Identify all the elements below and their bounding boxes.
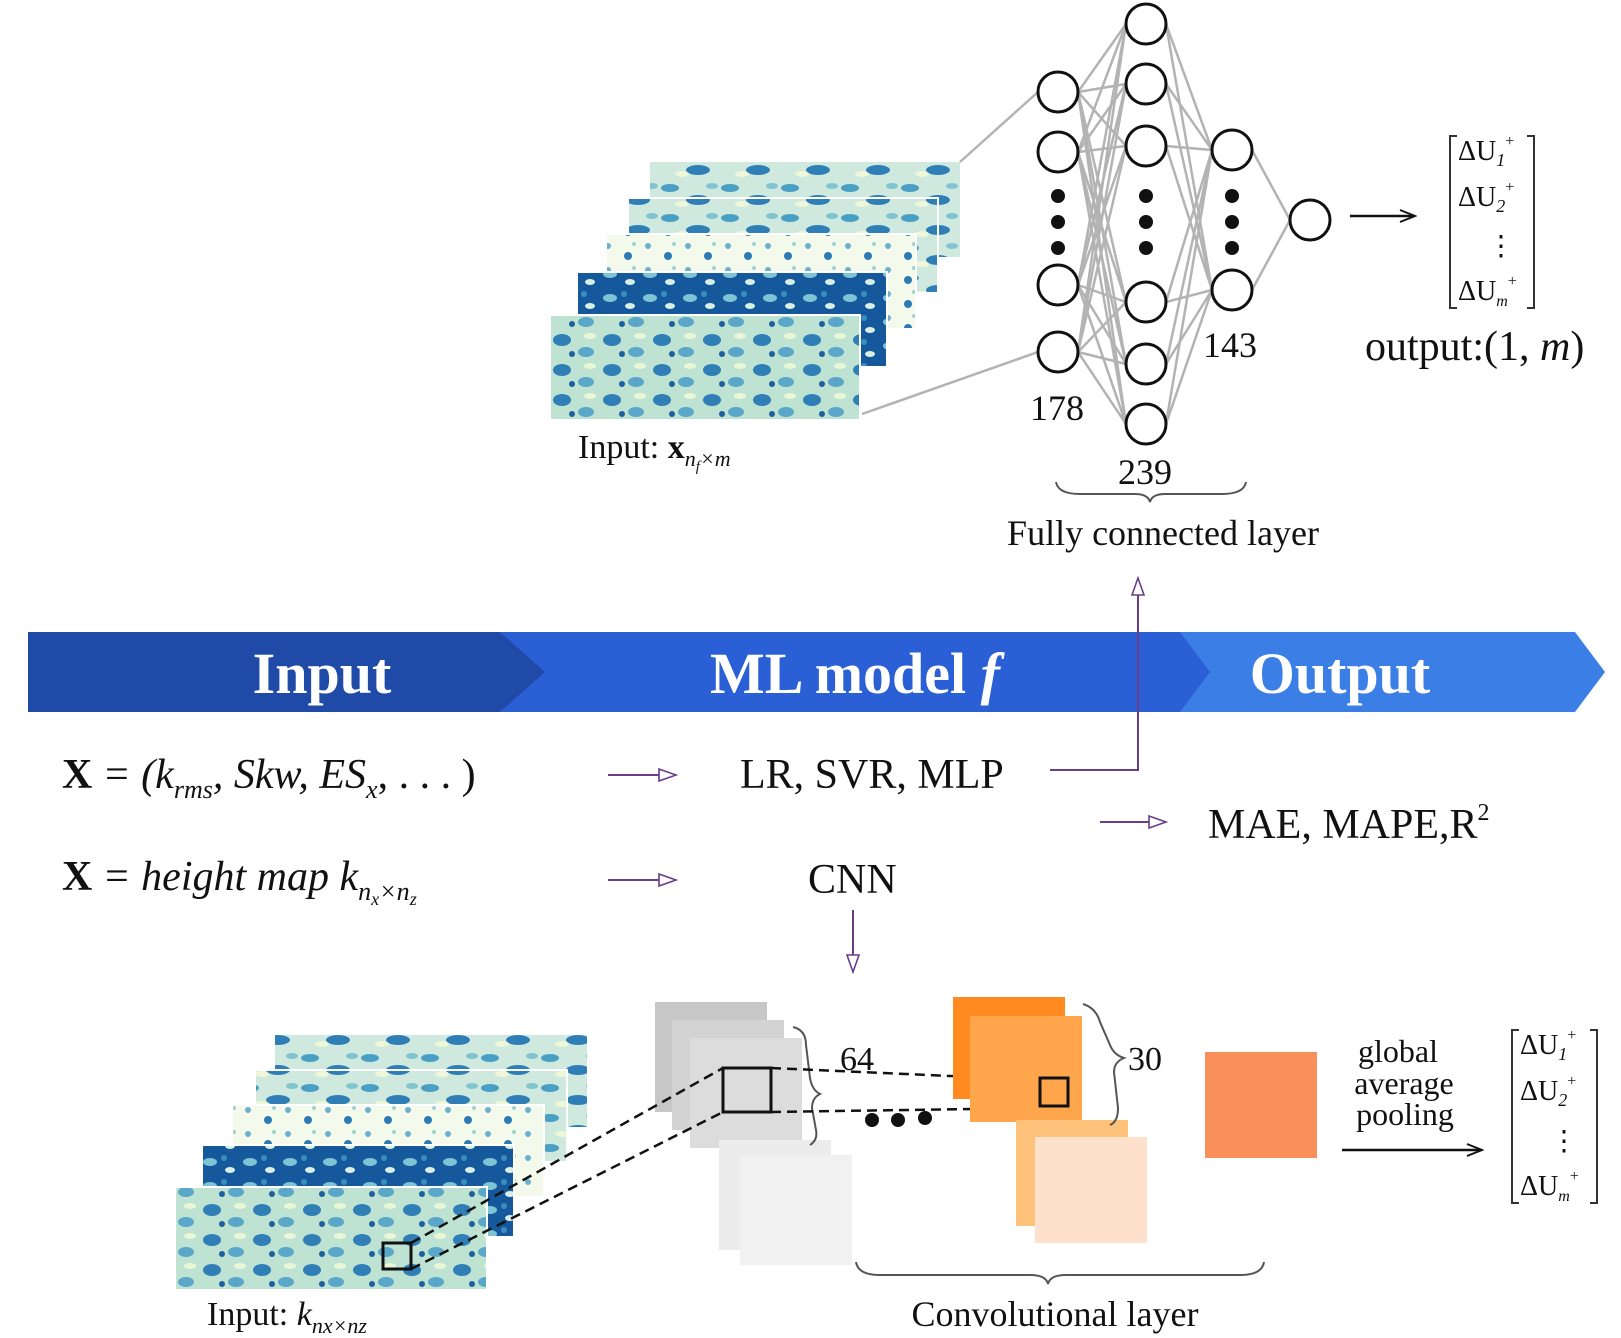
fc-ellipsis-dot <box>1051 215 1065 229</box>
fc-edge <box>1076 23 1128 286</box>
fc-brace-label: Fully connected layer <box>1007 513 1319 553</box>
conv-brace <box>855 1261 1265 1285</box>
fc-edge <box>1077 283 1127 304</box>
fc-edge <box>1165 288 1213 304</box>
fc-node <box>1124 280 1168 324</box>
fc-ellipsis-dot <box>1139 189 1153 203</box>
fc-edge <box>1164 23 1214 291</box>
fc-node <box>1124 402 1168 446</box>
fc-input-edge <box>861 350 1039 416</box>
mlp-to-fc-arrow <box>1050 578 1138 771</box>
fc-output-label: output:(1, m) <box>1365 324 1584 370</box>
brace-30 <box>1082 1003 1128 1126</box>
fc-edge <box>1164 145 1214 291</box>
fc-edge <box>1076 91 1128 303</box>
svg-text:ΔU1+: ΔU1+ <box>1520 1027 1576 1064</box>
fc-edge <box>1164 83 1214 151</box>
fc-ellipsis-dot <box>1051 189 1065 203</box>
fc-edge <box>1164 83 1214 291</box>
fc-ellipsis-dot <box>1139 241 1153 255</box>
fc-node <box>1036 70 1080 114</box>
fc-input-label: Input: xnf×m <box>578 429 731 475</box>
fc-node <box>1124 342 1168 386</box>
fc-node <box>1288 198 1332 242</box>
fc-edge <box>1164 23 1214 151</box>
svg-text:ΔU1+: ΔU1+ <box>1458 133 1514 170</box>
fc-node <box>1036 330 1080 374</box>
fc-edge <box>1076 83 1128 353</box>
row2-model: CNN <box>808 857 897 903</box>
svg-text:⋮: ⋮ <box>1550 1126 1578 1157</box>
fc-edge <box>1164 149 1214 365</box>
fc-brace <box>1055 481 1247 503</box>
fc-layer1-count: 178 <box>1030 388 1084 428</box>
fc-output-vector: ΔU1+ ΔU2+ ⋮ ΔUm+ <box>1449 133 1535 310</box>
svg-text:ΔUm+: ΔUm+ <box>1520 1168 1579 1205</box>
fc-input-stack <box>549 162 960 421</box>
fc-node <box>1124 2 1168 46</box>
row2-input-expression: X= height map knx×nz <box>62 854 417 909</box>
banner-model-label: ML model f <box>710 641 1006 706</box>
fc-node <box>1124 62 1168 106</box>
fc-edge <box>1250 219 1292 291</box>
fc-edge <box>1250 149 1292 221</box>
fc-edge <box>1165 144 1213 152</box>
banner-input-label: Input <box>253 641 392 706</box>
fc-network-nodes <box>1036 2 1332 446</box>
svg-text:ΔU2+: ΔU2+ <box>1520 1073 1576 1110</box>
fc-edge <box>1164 149 1214 425</box>
count-30: 30 <box>1128 1041 1162 1078</box>
fc-ellipsis-dot <box>1051 241 1065 255</box>
fc-ellipsis-dot <box>1225 215 1239 229</box>
fc-edge <box>1076 351 1128 425</box>
conv-feature-maps-grey <box>655 1002 852 1265</box>
fc-layer3-count: 143 <box>1203 325 1257 365</box>
svg-text:ΔUm+: ΔUm+ <box>1458 273 1517 310</box>
fc-node <box>1124 124 1168 168</box>
fc-ellipsis-dot <box>1225 241 1239 255</box>
fc-edge <box>1077 350 1127 366</box>
fc-edge <box>1164 149 1214 303</box>
fc-ellipsis-dot <box>1225 189 1239 203</box>
cnn-output-vector: ΔU1+ ΔU2+ ⋮ ΔUm+ <box>1511 1027 1598 1205</box>
conv-feature-maps-orange <box>953 997 1147 1243</box>
fc-edge <box>1164 289 1214 365</box>
svg-text:ΔU2+: ΔU2+ <box>1458 179 1514 216</box>
fc-edge <box>1076 23 1128 153</box>
metrics-label: MAE, MAPE,R2 <box>1208 800 1490 848</box>
banner-model-segment <box>500 632 1210 712</box>
pooled-feature-block <box>1205 1052 1317 1158</box>
fc-edge <box>1076 151 1128 365</box>
fc-ellipsis-dot <box>1139 215 1153 229</box>
row1-models: LR, SVR, MLP <box>740 752 1004 798</box>
fc-edge <box>1076 83 1128 153</box>
fc-network-edges <box>861 23 1292 425</box>
brace-64 <box>792 1026 823 1146</box>
fc-edge <box>1076 23 1128 353</box>
gap-label: global average pooling <box>1354 1033 1461 1132</box>
svg-text:⋮: ⋮ <box>1487 231 1515 262</box>
fc-node <box>1210 128 1254 172</box>
pipeline-banner: Input ML model f Output <box>28 632 1605 712</box>
fc-edge <box>1076 23 1128 93</box>
fc-edge <box>1076 151 1128 303</box>
fc-edge <box>1077 301 1127 353</box>
row1-input-expression: X= (krms, Skw, ESx, . . . ) <box>62 752 476 804</box>
fc-input-edge <box>959 91 1039 163</box>
fc-node <box>1036 130 1080 174</box>
cnn-input-label: Input: knx×nz <box>207 1296 367 1338</box>
fc-edge <box>1076 145 1128 353</box>
banner-output-label: Output <box>1250 641 1431 706</box>
banner-output-segment <box>1140 632 1605 712</box>
conv-ellipsis-dots <box>865 1111 932 1127</box>
fc-edge <box>1076 151 1128 425</box>
fc-edge <box>1164 289 1214 425</box>
cnn-input-stack <box>174 1035 587 1291</box>
fc-node <box>1210 268 1254 312</box>
conv-brace-label: Convolutional layer <box>912 1294 1199 1334</box>
fc-layer2-count: 239 <box>1118 452 1172 492</box>
fc-node <box>1036 263 1080 307</box>
banner-input-segment <box>28 632 545 712</box>
